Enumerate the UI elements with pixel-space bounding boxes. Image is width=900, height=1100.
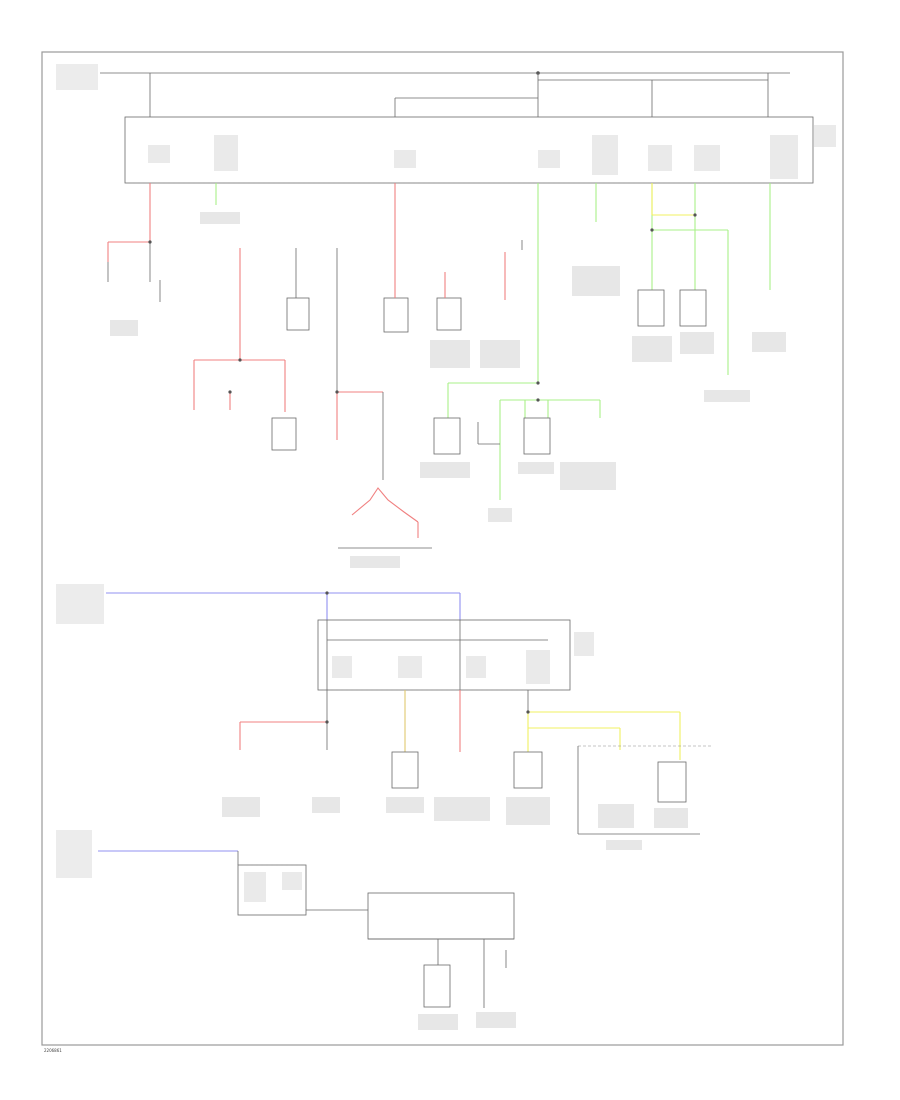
component-block xyxy=(433,417,461,455)
figure-code: 2206861 xyxy=(44,1048,62,1053)
top-power-distribution xyxy=(56,64,836,568)
component-block xyxy=(679,289,707,327)
diagram-frame xyxy=(41,51,844,1046)
component-block xyxy=(513,751,543,789)
middle-power-distribution xyxy=(56,584,712,850)
component-block xyxy=(436,297,462,331)
component-block xyxy=(523,417,551,455)
component-block xyxy=(286,297,310,331)
relay-module-bottom xyxy=(367,892,515,940)
component-block xyxy=(271,417,297,451)
component-block xyxy=(391,751,419,789)
component-block xyxy=(383,297,409,333)
relay-block xyxy=(657,761,687,803)
bottom-power-distribution xyxy=(56,830,516,1030)
component-block xyxy=(423,964,451,1008)
fuse-box-top xyxy=(124,116,814,184)
source-label-middle xyxy=(56,584,104,624)
fuse-box-bottom xyxy=(237,864,307,916)
source-label-bottom xyxy=(56,830,92,878)
source-label-top xyxy=(56,64,98,90)
component-block xyxy=(637,289,665,327)
